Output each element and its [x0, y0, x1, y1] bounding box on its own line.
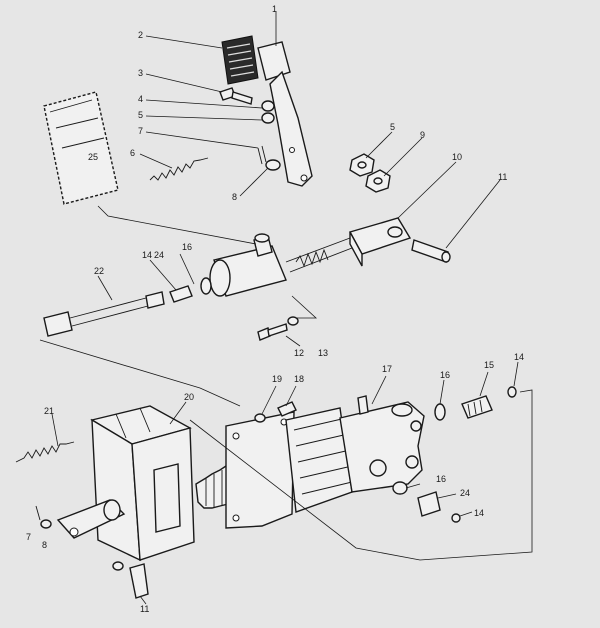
return-spring-21: [15, 441, 75, 463]
ring-14-lower: [451, 513, 461, 523]
callout-22: 22: [94, 266, 104, 276]
pedal-pad: [221, 35, 259, 85]
callout-20: 20: [184, 392, 194, 402]
nut-5: [349, 153, 375, 177]
bolt-12: [257, 316, 299, 341]
callout-11-upper: 11: [498, 172, 507, 182]
callout-14-lower: 14: [474, 508, 484, 518]
leader-lines-lower: [51, 361, 533, 605]
master-cylinder: [209, 233, 353, 297]
callout-14-upper: 14: [142, 250, 152, 260]
booster-flange: [225, 411, 295, 529]
return-spring-6: [149, 157, 209, 181]
pin-7: [257, 145, 267, 165]
callout-21: 21: [44, 406, 54, 416]
callout-2: 2: [138, 30, 143, 40]
callout-7-upper: 7: [138, 126, 143, 136]
pin-11-lower: [112, 561, 149, 599]
pin-7-lower: [35, 505, 41, 521]
callout-3: 3: [138, 68, 143, 78]
callout-15: 15: [484, 360, 494, 370]
callout-25: 25: [88, 152, 98, 162]
callout-11-lower: 11: [140, 604, 149, 614]
callout-16-lower: 16: [436, 474, 446, 484]
callout-6: 6: [130, 148, 135, 158]
callout-16-upper: 16: [182, 242, 192, 252]
callout-8-upper: 8: [232, 192, 237, 202]
bushing-4: [261, 100, 275, 124]
callout-16-right: 16: [440, 370, 450, 380]
callout-8-lower: 8: [42, 540, 47, 550]
pin-11-upper: [411, 239, 451, 263]
ring-16-lower: [392, 481, 408, 495]
callout-9: 9: [420, 130, 425, 140]
support-bracket-20: [90, 405, 195, 562]
callout-1: 1: [272, 4, 277, 14]
callout-5-left: 5: [138, 110, 143, 120]
callout-24-upper: 24: [154, 250, 164, 260]
leader-lines-upper: [39, 12, 501, 407]
callout-18: 18: [294, 374, 304, 384]
ring-14-right: [507, 386, 517, 398]
lever-fork: [56, 499, 126, 539]
hose-22: [43, 291, 165, 337]
pedal-lever: [257, 41, 313, 187]
fitting-24-upper: [169, 285, 193, 303]
ring-16-upper: [200, 277, 212, 295]
washer-8-lower: [40, 519, 52, 529]
callout-12: 12: [294, 348, 304, 358]
fitting-15: [461, 395, 493, 419]
callout-13: 13: [318, 348, 328, 358]
clevis-10: [348, 217, 412, 267]
callout-24-lower: 24: [460, 488, 470, 498]
callout-10: 10: [452, 152, 462, 162]
nut-8: [265, 159, 281, 171]
callout-14-right: 14: [514, 352, 524, 362]
callout-19: 19: [272, 374, 282, 384]
callout-7-lower: 7: [26, 532, 31, 542]
bracket-25: [43, 91, 119, 205]
valve-body-17: [339, 395, 425, 493]
callout-4: 4: [138, 94, 143, 104]
callout-17: 17: [382, 364, 392, 374]
washer-19: [254, 413, 266, 423]
callout-5-right: 5: [390, 122, 395, 132]
ring-16-right: [434, 403, 446, 421]
bolt-3: [219, 87, 253, 105]
fitting-24-lower: [417, 491, 441, 517]
